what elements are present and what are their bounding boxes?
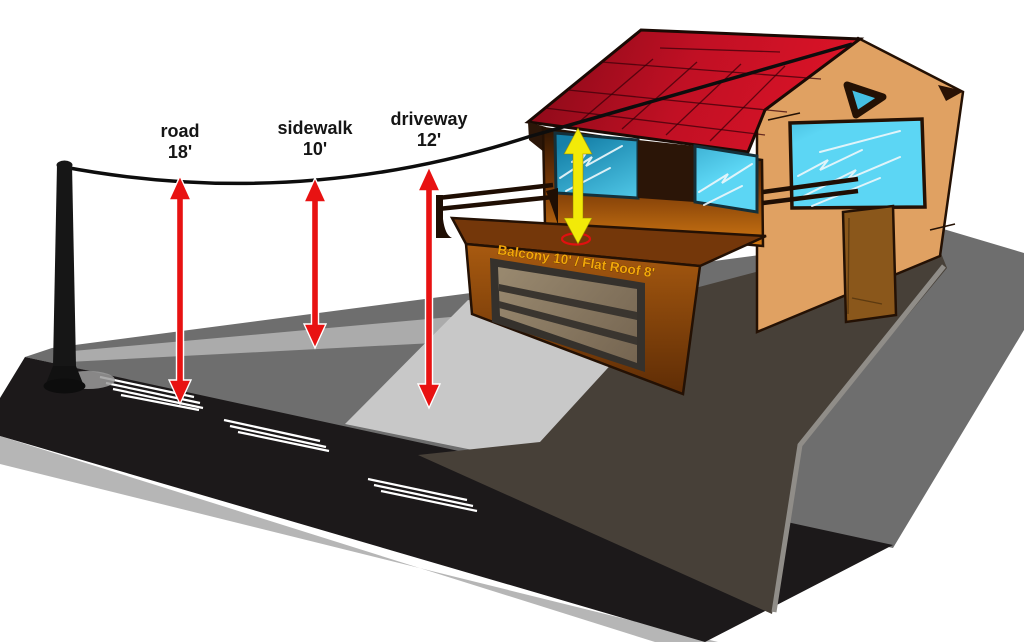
gable-window (788, 117, 927, 210)
clearance-labels: road 18' sidewalk 10' driveway 12' (160, 109, 467, 162)
eave-soffit (528, 122, 546, 152)
clearance-arrows (167, 126, 593, 410)
front-window-left (553, 131, 640, 200)
sidewalk-clearance-arrow (302, 176, 328, 350)
sidewalk-label: sidewalk (277, 118, 353, 138)
shadow-edge-highlight (771, 264, 946, 613)
railing-bracket (546, 188, 558, 225)
utility-pole (43, 160, 86, 394)
road-clearance-arrow (167, 174, 193, 406)
balcony-railing-right (762, 176, 859, 206)
side-door (841, 204, 898, 324)
road-label: road (160, 121, 199, 141)
window-mullion (638, 140, 695, 202)
driveway-height: 12' (417, 130, 441, 150)
driveway-label: driveway (390, 109, 467, 129)
power-line (63, 42, 853, 186)
upper-front-wall (541, 126, 765, 248)
sidewalk-height: 10' (303, 139, 327, 159)
shingle-grid (544, 47, 822, 142)
attic-window (843, 81, 887, 119)
gable-wall (755, 36, 965, 334)
front-window-right (693, 144, 759, 214)
driveway-clearance-arrow (416, 165, 442, 410)
railing-post (436, 195, 452, 238)
house-shadow (418, 226, 947, 614)
garage-door (490, 258, 645, 372)
balcony-railing-left (437, 182, 554, 212)
balcony-clearance-arrow (563, 126, 593, 246)
eave-tip (938, 85, 964, 101)
road-height: 18' (168, 142, 192, 162)
